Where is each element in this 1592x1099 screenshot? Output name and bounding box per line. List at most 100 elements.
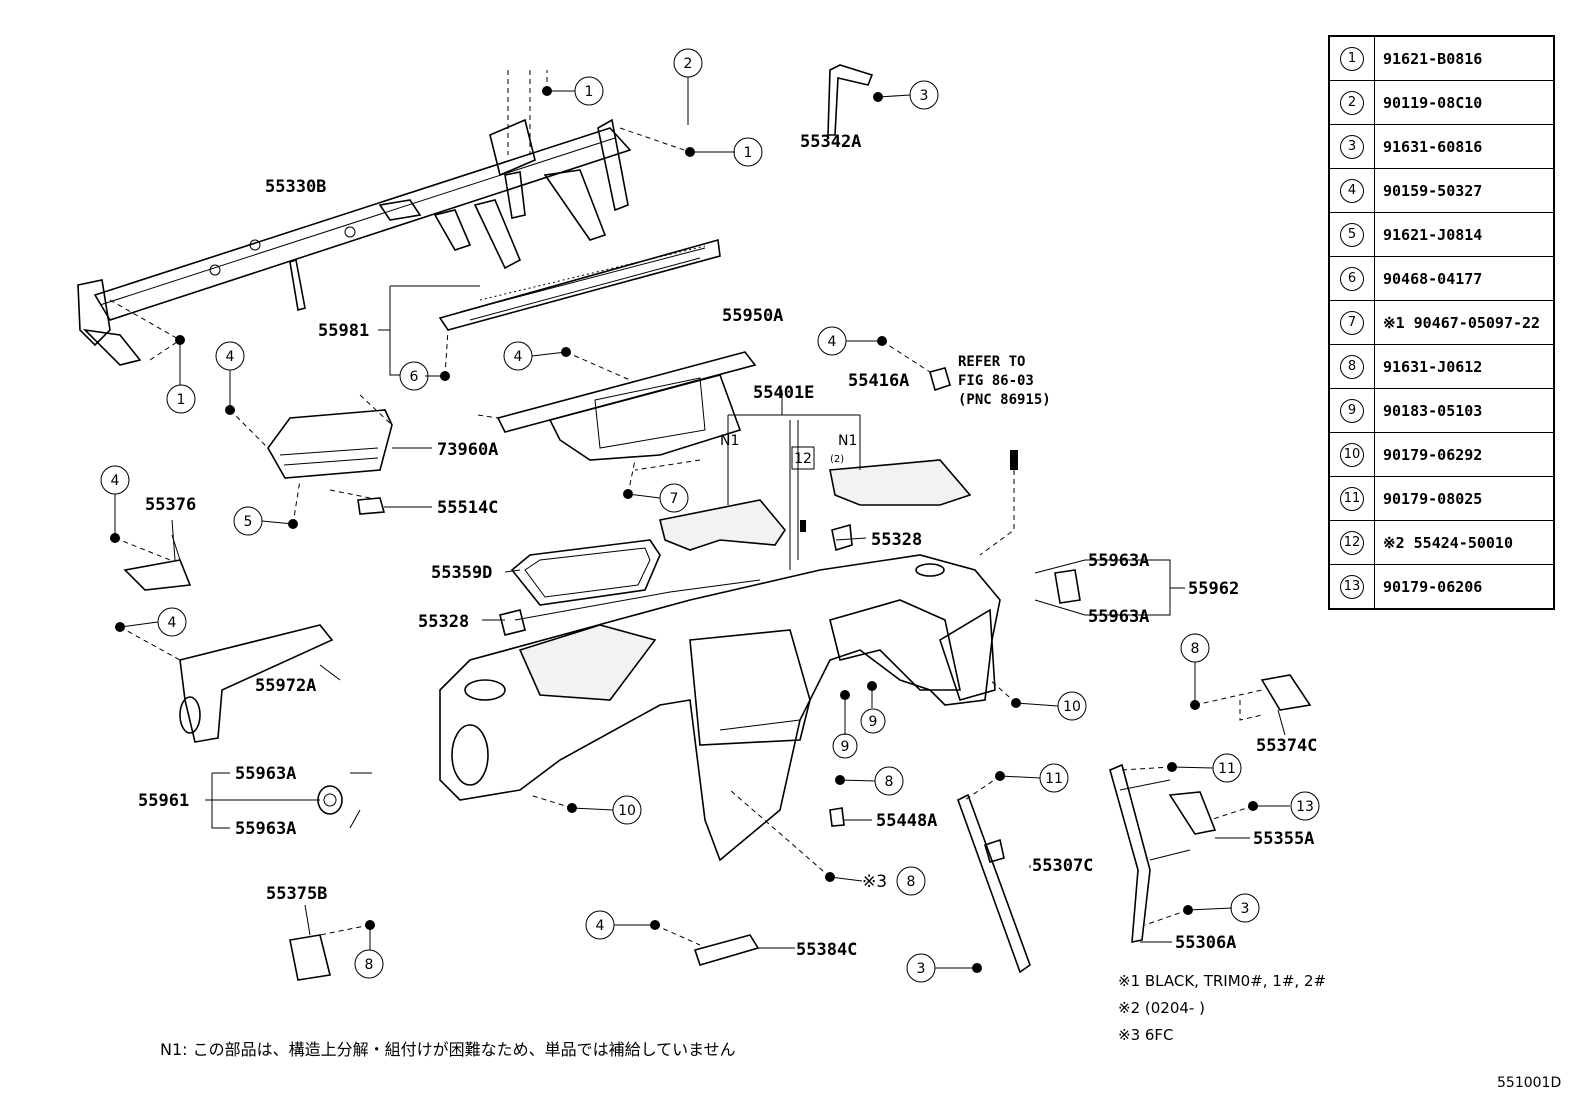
instrument-panel-drawing — [439, 420, 1001, 862]
svg-text:13: 13 — [1296, 799, 1314, 815]
label-55514C: 55514C — [437, 498, 498, 518]
dashed-lines — [109, 70, 1263, 946]
legend-row: 10 90179-06292 — [1328, 432, 1555, 477]
svg-text:6: 6 — [410, 369, 419, 385]
label-55359D: 55359D — [431, 563, 492, 583]
svg-text:4: 4 — [226, 349, 235, 365]
svg-text:7: 7 — [670, 491, 679, 507]
label-55374C: 55374C — [1256, 736, 1317, 756]
svg-text:8: 8 — [907, 874, 916, 890]
legend-part-number: 90119-08C10 — [1374, 80, 1555, 125]
n1-label-left: N1 — [720, 433, 739, 449]
svg-text:9: 9 — [869, 714, 878, 730]
label-55330B: 55330B — [265, 177, 326, 197]
svg-text:1: 1 — [585, 84, 594, 100]
label-55963A-top-right: 55963A — [1088, 551, 1149, 571]
callout-8: 8 — [1180, 633, 1210, 663]
legend-row: 2 90119-08C10 — [1328, 80, 1555, 125]
note-1: ※1 BLACK, TRIM0#, 1#, 2# — [1118, 972, 1327, 990]
label-55950A: 55950A — [722, 306, 783, 326]
svg-text:10: 10 — [618, 803, 636, 819]
legend-part-number: 91621-B0816 — [1374, 35, 1555, 81]
legend-number: 10 — [1340, 442, 1364, 467]
legend-number: 7 — [1340, 310, 1364, 335]
callout-13: 13 — [1290, 791, 1320, 821]
callout-11: 11 — [1212, 753, 1242, 783]
legend-part-number: 91631-J0612 — [1374, 344, 1555, 389]
callout-1: 1 — [166, 384, 196, 414]
legend-part-number: 90468-04177 — [1374, 256, 1555, 301]
svg-text:4: 4 — [596, 918, 605, 934]
label-55416A: 55416A — [848, 371, 909, 391]
callout-6: 6 — [399, 361, 429, 391]
label-55962: 55962 — [1188, 579, 1239, 599]
label-55307C: 55307C — [1032, 856, 1093, 876]
legend-number: 5 — [1340, 222, 1364, 247]
svg-text:4: 4 — [168, 615, 177, 631]
callout-4: 4 — [585, 910, 615, 940]
legend-part-number: 90179-06292 — [1374, 432, 1555, 477]
callout-10: 10 — [612, 795, 642, 825]
label-55981: 55981 — [318, 321, 369, 341]
svg-text:5: 5 — [244, 514, 253, 530]
note-2: ※2 (0204- ) — [1118, 999, 1205, 1017]
callout-10: 10 — [1057, 691, 1087, 721]
callout-2: 2 — [673, 48, 703, 78]
label-55376: 55376 — [145, 495, 196, 515]
svg-text:3: 3 — [917, 961, 926, 977]
svg-text:10: 10 — [1063, 699, 1081, 715]
legend-part-number: 90179-08025 — [1374, 476, 1555, 521]
svg-text:8: 8 — [365, 957, 374, 973]
label-55963A-bottom-right: 55963A — [1088, 607, 1149, 627]
legend-number: 13 — [1340, 574, 1364, 599]
part-labels: 55330B 55342A 55981 55950A 55416A 55401E… — [138, 132, 1317, 960]
note3-callout: ※3 — [862, 872, 887, 892]
label-55384C: 55384C — [796, 940, 857, 960]
callout-3: 3 — [1230, 893, 1260, 923]
legend-number: 2 — [1340, 90, 1364, 115]
figure-id: 551001D — [1497, 1075, 1562, 1091]
label-55328-left: 55328 — [418, 612, 469, 632]
svg-text:4: 4 — [111, 473, 120, 489]
svg-text:11: 11 — [1218, 761, 1236, 777]
svg-text:1: 1 — [177, 392, 186, 408]
callout-9: 9 — [860, 708, 886, 734]
svg-text:1: 1 — [744, 145, 753, 161]
n1-right-sub: (2) — [830, 454, 844, 465]
svg-text:9: 9 — [841, 739, 850, 755]
label-55401E: 55401E — [753, 383, 814, 403]
legend-part-number: ※2 55424-50010 — [1374, 520, 1555, 565]
callout-4: 4 — [215, 341, 245, 371]
svg-text:11: 11 — [1045, 771, 1063, 787]
callout-1: 1 — [733, 137, 763, 167]
label-55355A: 55355A — [1253, 829, 1314, 849]
label-55342A: 55342A — [800, 132, 861, 152]
legend-part-number: 90183-05103 — [1374, 388, 1555, 433]
legend-part-number: ※1 90467-05097-22 — [1374, 300, 1555, 345]
callout-5: 5 — [233, 506, 263, 536]
svg-text:3: 3 — [1241, 901, 1250, 917]
svg-text:3: 3 — [920, 88, 929, 104]
refer-line-3: (PNC 86915) — [958, 392, 1051, 408]
legend-part-number: 91631-60816 — [1374, 124, 1555, 169]
center-duct-drawing — [496, 351, 757, 461]
label-55963A-bottom-left: 55963A — [235, 819, 296, 839]
callout-4: 4 — [503, 341, 533, 371]
callout-12: 12 — [791, 446, 815, 470]
label-55328-right: 55328 — [871, 530, 922, 550]
legend-row: 7 ※1 90467-05097-22 — [1328, 300, 1555, 345]
callout-9: 9 — [832, 733, 858, 759]
footnote-n1: N1: この部品は、構造上分解・組付けが困難なため、単品では補給していません — [160, 1040, 736, 1059]
legend-row: 12 ※2 55424-50010 — [1328, 520, 1555, 565]
label-55963A-top-left: 55963A — [235, 764, 296, 784]
svg-text:8: 8 — [1191, 641, 1200, 657]
legend-number: 11 — [1340, 486, 1364, 511]
legend-number: 12 — [1340, 530, 1364, 555]
